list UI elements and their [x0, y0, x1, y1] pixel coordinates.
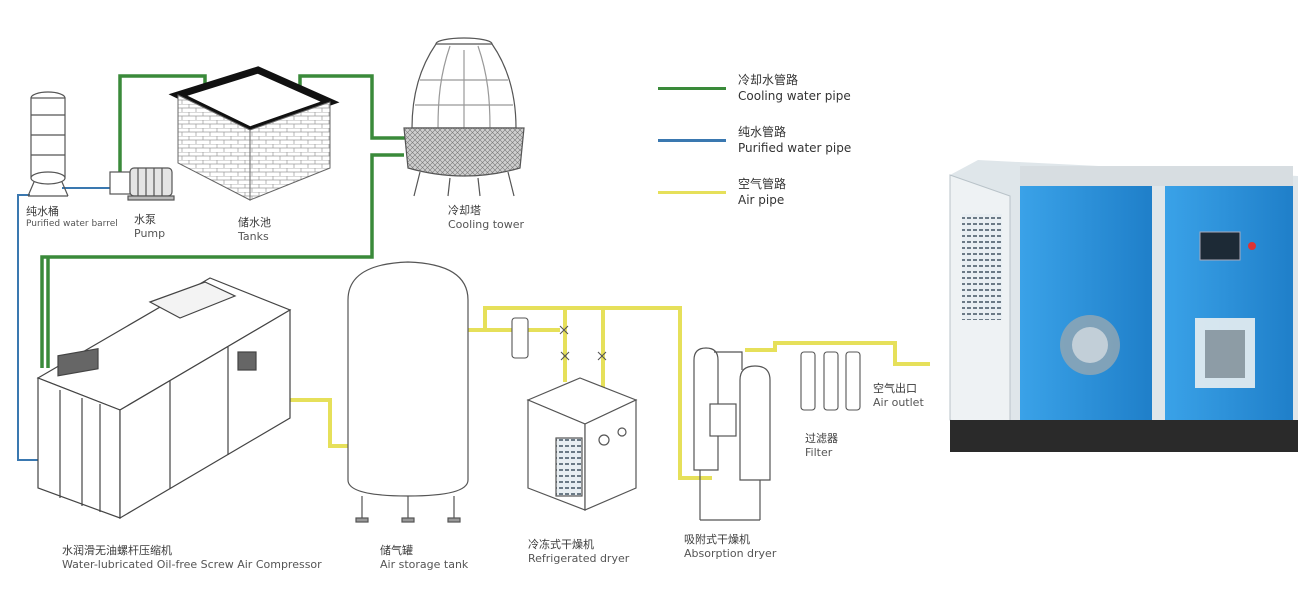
legend-swatch: [658, 139, 726, 142]
legend-label-zh: 空气管路: [738, 177, 787, 191]
label-purified-water-barrel: 纯水桶 Purified water barrel: [26, 205, 118, 230]
label-zh: 储气罐: [380, 544, 413, 557]
label-refrigerated-dryer: 冷冻式干燥机 Refrigerated dryer: [528, 538, 629, 566]
purified-water-barrel: [27, 91, 69, 197]
compressor-photo: [949, 160, 1298, 452]
purified-water-pipes: [17, 187, 110, 461]
label-en: Air outlet: [873, 395, 924, 409]
legend-label-en: Air pipe: [738, 192, 785, 207]
label-filter: 过滤器 Filter: [805, 432, 838, 460]
label-en: Purified water barrel: [26, 218, 118, 229]
label-en: Cooling tower: [448, 217, 525, 231]
air-compressor-drawing: [36, 277, 292, 520]
legend-swatch: [658, 191, 726, 194]
cooling-tower: [403, 37, 525, 197]
label-zh: 冷冻式干燥机: [528, 538, 594, 551]
label-air-outlet: 空气出口 Air outlet: [873, 382, 924, 410]
label-en: Absorption dryer: [684, 546, 777, 560]
refrigerated-dryer: [526, 377, 638, 511]
label-zh: 吸附式干燥机: [684, 533, 750, 546]
legend-label-en: Purified water pipe: [738, 140, 852, 155]
legend-label-en: Cooling water pipe: [738, 88, 851, 103]
label-absorption-dryer: 吸附式干燥机 Absorption dryer: [684, 533, 776, 561]
label-cooling-tower: 冷却塔 Cooling tower: [448, 204, 524, 232]
label-air-compressor: 水润滑无油螺杆压缩机 Water-lubricated Oil-free Scr…: [62, 544, 322, 572]
label-en: Tanks: [238, 229, 269, 243]
label-zh: 纯水桶: [26, 205, 59, 218]
label-en: Air storage tank: [380, 557, 469, 571]
air-storage-tank: [347, 261, 469, 523]
label-zh: 冷却塔: [448, 204, 481, 217]
label-zh: 水润滑无油螺杆压缩机: [62, 544, 172, 557]
legend-swatch: [658, 87, 726, 90]
inline-filters: [511, 317, 861, 411]
label-en: Pump: [134, 226, 166, 240]
legend-label-zh: 冷却水管路: [738, 73, 799, 87]
label-tanks: 储水池 Tanks: [238, 216, 271, 244]
water-tanks: [168, 66, 340, 201]
label-air-storage-tank: 储气罐 Air storage tank: [380, 544, 468, 572]
pump: [109, 167, 175, 201]
absorption-dryer: [693, 347, 771, 521]
label-zh: 空气出口: [873, 382, 917, 395]
label-pump: 水泵 Pump: [134, 213, 165, 241]
label-zh: 水泵: [134, 213, 156, 226]
label-zh: 储水池: [238, 216, 271, 229]
label-zh: 过滤器: [805, 432, 838, 445]
label-en: Filter: [805, 445, 833, 459]
label-en: Refrigerated dryer: [528, 551, 630, 565]
label-en: Water-lubricated Oil-free Screw Air Comp…: [62, 557, 322, 571]
legend-label-zh: 纯水管路: [738, 125, 787, 139]
